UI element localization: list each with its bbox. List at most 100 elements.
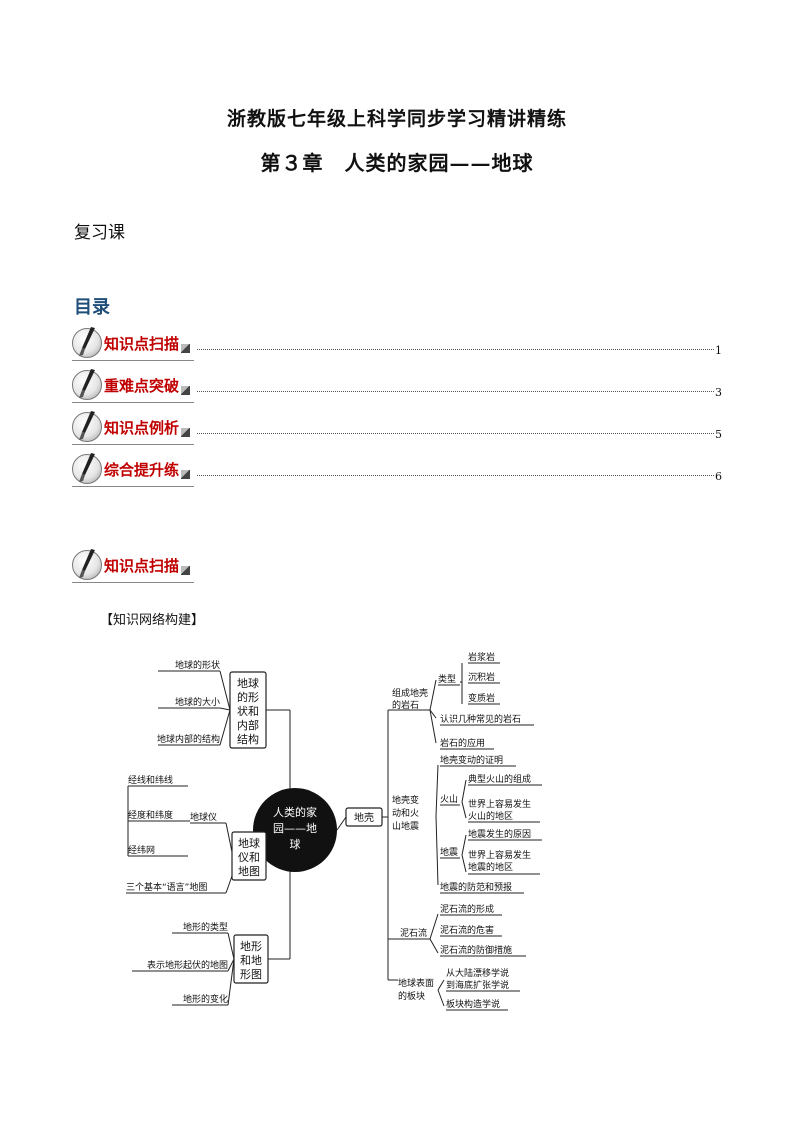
right-item: 岩石的应用 (440, 737, 485, 749)
toc-entry-3[interactable]: 知识点例析 5 (72, 409, 722, 445)
quake-leaf: 世界上容易发生 (468, 849, 531, 861)
toc-page-number: 6 (715, 470, 722, 483)
left-branch-globe-map-text: 地球 (238, 836, 260, 850)
brush-icon (72, 369, 102, 400)
left-branch-structure-text: 状和 (237, 704, 259, 718)
toc-page-number: 3 (715, 386, 722, 399)
rock-type-leaf: 岩浆岩 (468, 651, 495, 663)
left-branch-structure-text: 的形 (237, 690, 259, 704)
toc-entry-2[interactable]: 重难点突破 3 (72, 367, 722, 403)
brush-icon (72, 549, 102, 580)
left-branch-structure-text: 内部 (237, 718, 259, 732)
right-item: 泥石流的形成 (440, 903, 494, 915)
toc-leader-dots (197, 475, 714, 476)
toc-leader-dots (197, 391, 714, 392)
toc-label: 综合提升练 (104, 460, 180, 479)
right-branch-rocks-label: 的岩石 (392, 699, 419, 711)
toc-page-number: 1 (715, 344, 722, 357)
left-leaf: 表示地形起伏的地图 (147, 959, 228, 971)
left-branch-landform-text: 地形 (240, 940, 262, 953)
left-leaf: 经度和纬度 (128, 809, 173, 821)
document-title: 浙教版七年级上科学同步学习精讲精练 (226, 108, 567, 130)
corner-mark-icon (181, 343, 191, 353)
center-node-text: 园——地 (273, 822, 317, 835)
left-sub-globe: 地球仪 (190, 811, 217, 823)
badge-underline (72, 360, 194, 361)
right-item: 泥石流的危害 (440, 924, 494, 936)
toc-heading: 目录 (74, 297, 110, 318)
right-branch-movement-label: 地壳变 (392, 794, 419, 806)
brush-icon (72, 411, 102, 442)
right-branch-plates-label: 地球表面 (398, 977, 434, 989)
toc-leader-dots (197, 349, 714, 350)
badge-underline (72, 582, 194, 583)
toc-label: 重难点突破 (104, 376, 180, 395)
rock-type-leaf: 变质岩 (468, 692, 495, 704)
quake-leaf: 地震发生的原因 (468, 828, 531, 840)
rock-type-leaf: 沉积岩 (468, 671, 495, 683)
left-leaf: 地形的变化 (183, 993, 228, 1005)
volcano-leaf: 典型火山的组成 (468, 773, 531, 785)
right-branch-movement-label: 动和火 (392, 808, 419, 819)
toc-badge: 知识点扫描 (72, 325, 191, 361)
right-item: 火山 (440, 794, 458, 805)
knowledge-mindmap: 人类的家园——地球地球的形状和内部结构地球的形状地球的大小地球内部的结构地球仪和… (126, 651, 542, 1011)
right-item: 地壳变动的证明 (440, 754, 503, 766)
right-root-text: 地壳 (354, 811, 374, 824)
center-node (253, 788, 337, 872)
right-branch-rocks-label: 组成地壳 (392, 687, 428, 699)
toc-badge: 重难点突破 (72, 367, 191, 403)
left-branch-globe-map-box (231, 831, 267, 881)
badge-underline (72, 402, 194, 403)
knowledge-network-heading: 【知识网络构建】 (100, 613, 205, 628)
left-branch-structure-text: 结构 (237, 732, 259, 746)
right-branch-plates-label: 的板块 (398, 990, 425, 1002)
quake-leaf: 地震的地区 (468, 861, 513, 873)
toc-badge: 知识点例析 (72, 409, 191, 445)
section-heading: 知识点扫描 (72, 547, 202, 583)
corner-mark-icon (181, 469, 191, 479)
right-item: 认识几种常见的岩石 (440, 713, 521, 725)
toc-entry-1[interactable]: 知识点扫描 1 (72, 325, 722, 361)
badge-underline (72, 444, 194, 445)
left-branch-landform-text: 和地 (240, 954, 262, 967)
brush-icon (72, 453, 102, 484)
section-label: 知识点扫描 (104, 556, 180, 575)
right-item: 类型 (438, 673, 456, 685)
left-branch-structure-text: 地球 (237, 676, 259, 690)
corner-mark-icon (181, 565, 191, 575)
left-leaf: 地形的类型 (183, 921, 228, 933)
right-item: 地震的防范和预报 (440, 881, 512, 893)
left-leaf: 地球的大小 (175, 696, 220, 708)
left-branch-structure-box (229, 671, 267, 749)
toc-page-number: 5 (715, 428, 722, 441)
right-root-box (345, 807, 383, 827)
right-item: 到海底扩张学说 (446, 979, 509, 991)
left-leaf: 经纬网 (128, 844, 155, 856)
center-node-text: 人类的家 (273, 805, 317, 819)
left-leaf: 经线和纬线 (128, 774, 173, 786)
right-branch-debris-label: 泥石流 (400, 927, 427, 939)
lesson-type: 复习课 (74, 223, 125, 243)
toc-label: 知识点例析 (104, 418, 180, 437)
corner-mark-icon (181, 427, 191, 437)
corner-mark-icon (181, 385, 191, 395)
badge-underline (72, 486, 194, 487)
left-leaf: 三个基本“语言”地图 (126, 881, 207, 893)
toc-badge: 综合提升练 (72, 451, 191, 487)
chapter-title: 第３章 人类的家园——地球 (260, 151, 534, 175)
volcano-leaf: 火山的地区 (468, 810, 513, 822)
toc-leader-dots (197, 433, 714, 434)
left-branch-globe-map-text: 仪和 (238, 851, 260, 864)
toc-label: 知识点扫描 (104, 334, 180, 353)
left-branch-landform-box (233, 934, 269, 984)
right-item: 从大陆漂移学说 (446, 967, 509, 979)
left-branch-landform-text: 形图 (240, 968, 262, 981)
section-badge: 知识点扫描 (72, 547, 191, 583)
left-branch-globe-map-text: 地图 (238, 865, 260, 878)
right-branch-movement-label: 山地震 (392, 820, 419, 832)
left-leaf: 地球的形状 (175, 659, 220, 671)
toc-entry-4[interactable]: 综合提升练 6 (72, 451, 722, 487)
brush-icon (72, 327, 102, 358)
center-node-text: 球 (290, 837, 301, 851)
